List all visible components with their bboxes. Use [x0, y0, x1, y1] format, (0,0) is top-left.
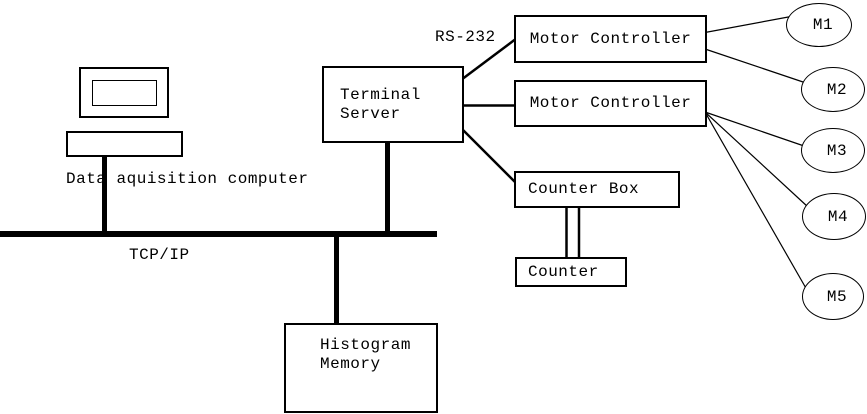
motor-m2-node: M2 [801, 67, 865, 112]
motor-controller-2-label: Motor Controller [529, 94, 692, 112]
computer-keyboard-icon [66, 131, 183, 157]
motor-controller-1-to-m2-line [704, 48, 807, 84]
motor-controller-1-label: Motor Controller [529, 29, 692, 48]
terminal-server-label-line1: Terminal [340, 85, 421, 104]
counter-box-label: Counter Box [528, 180, 640, 198]
tcpip-bus-label: TCP/IP [129, 246, 190, 264]
computer-screen-icon [92, 80, 157, 106]
motor-controller-2-to-m3-line [704, 111, 808, 148]
counter-label: Counter [528, 262, 599, 281]
motor-m5-node: M5 [802, 273, 864, 320]
motor-controller-1-to-m1-line [704, 15, 792, 34]
motor-m3-label: M3 [826, 141, 848, 160]
terminal-server-to-counter-box-line [460, 127, 518, 185]
motor-m4-node: M4 [802, 193, 866, 240]
motor-controller-2-to-m4-line [704, 111, 809, 208]
motor-m5-label: M5 [826, 287, 848, 306]
histogram-memory-label-line1: Histogram [320, 336, 411, 354]
motor-m1-label: M1 [812, 16, 834, 34]
motor-controller-1-node: Motor Controller [514, 15, 707, 63]
motor-m2-label: M2 [826, 80, 848, 99]
motor-controller-2-node: Motor Controller [514, 80, 707, 127]
motor-m3-node: M3 [801, 128, 865, 173]
terminal-server-node: Terminal Server [322, 66, 464, 143]
counter-node: Counter [515, 257, 627, 287]
rs232-label: RS-232 [435, 28, 496, 46]
terminal-server-label-line2: Server [340, 104, 401, 123]
motor-m1-node: M1 [786, 3, 852, 47]
data-acquisition-computer-label: Data aquisition computer [66, 170, 309, 188]
motor-m4-label: M4 [827, 207, 849, 226]
histogram-memory-node: Histogram Memory [284, 323, 438, 413]
motor-controller-2-to-m5-line [704, 111, 808, 291]
histogram-memory-label-line2: Memory [320, 355, 381, 373]
counter-box-node: Counter Box [514, 171, 680, 208]
